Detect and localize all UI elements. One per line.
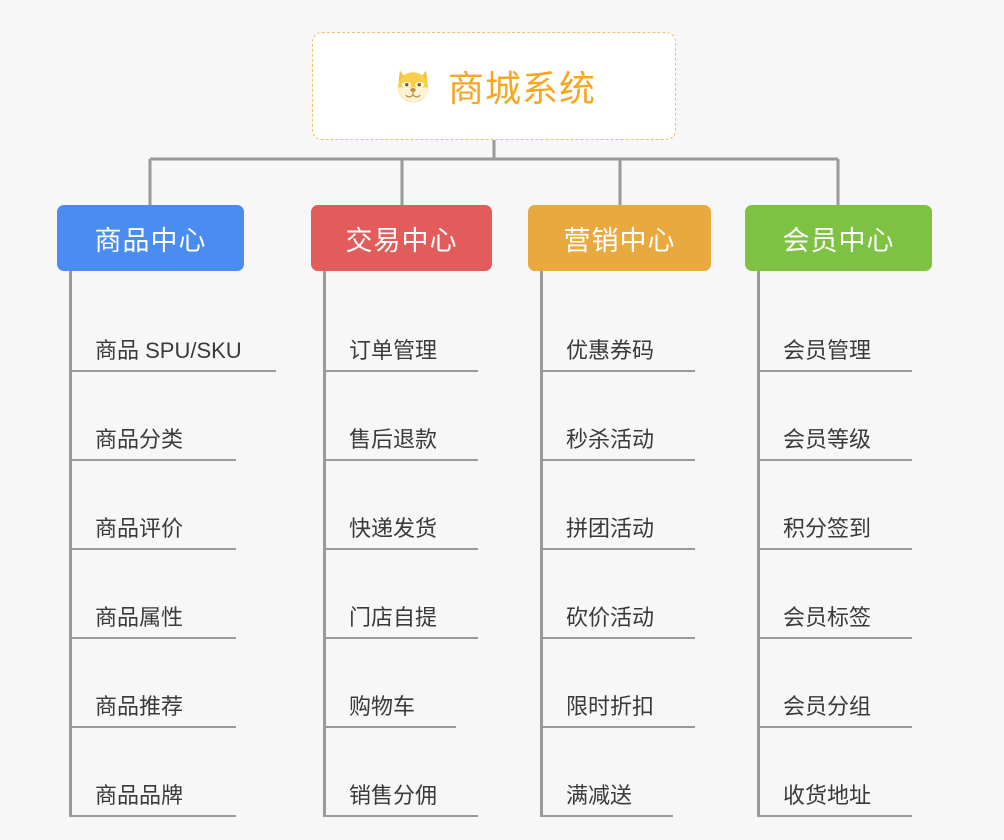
leaf-item-underline	[69, 726, 236, 728]
branch-column-3: 营销中心优惠券码秒杀活动拼团活动砍价活动限时折扣满减送	[528, 205, 711, 817]
leaf-item-underline	[757, 459, 912, 461]
leaf-item-label: 商品分类	[95, 427, 184, 452]
leaf-list-4: 会员管理会员等级积分签到会员标签会员分组收货地址	[745, 271, 932, 817]
leaf-item[interactable]: 砍价活动	[528, 550, 711, 639]
dog-face-icon	[392, 65, 434, 107]
leaf-item-underline	[757, 370, 912, 372]
leaf-item-underline	[323, 815, 478, 817]
leaf-item-label: 会员分组	[783, 694, 872, 719]
leaf-item-underline	[540, 637, 695, 639]
branch-header-label: 商品中心	[94, 225, 207, 256]
leaf-item-label: 会员管理	[783, 338, 872, 363]
leaf-item[interactable]: 商品分类	[57, 372, 244, 461]
leaf-item-label: 售后退款	[349, 427, 438, 452]
leaf-item[interactable]: 优惠券码	[528, 283, 711, 372]
leaf-item-label: 订单管理	[349, 338, 438, 363]
leaf-item-underline	[540, 815, 673, 817]
leaf-item-underline	[69, 459, 236, 461]
leaf-item-label: 砍价活动	[566, 605, 655, 630]
leaf-list-2: 订单管理售后退款快递发货门店自提购物车销售分佣	[311, 271, 492, 817]
leaf-item[interactable]: 满减送	[528, 728, 711, 817]
leaf-item-underline	[69, 548, 236, 550]
branch-spine	[540, 271, 543, 817]
leaf-item[interactable]: 会员等级	[745, 372, 932, 461]
leaf-item-label: 收货地址	[783, 783, 872, 808]
branch-spine	[757, 271, 760, 817]
leaf-item[interactable]: 门店自提	[311, 550, 492, 639]
root-node[interactable]: 商城系统	[312, 32, 676, 140]
leaf-item-label: 会员等级	[783, 427, 872, 452]
leaf-item-label: 销售分佣	[349, 783, 438, 808]
leaf-list-3: 优惠券码秒杀活动拼团活动砍价活动限时折扣满减送	[528, 271, 711, 817]
leaf-item-label: 积分签到	[783, 516, 872, 541]
leaf-item-label: 满减送	[566, 783, 633, 808]
branch-spine	[69, 271, 72, 817]
leaf-item[interactable]: 会员分组	[745, 639, 932, 728]
leaf-item[interactable]: 商品属性	[57, 550, 244, 639]
leaf-item[interactable]: 商品推荐	[57, 639, 244, 728]
branch-column-1: 商品中心商品 SPU/SKU 商品分类商品评价商品属性商品推荐商品品牌	[57, 205, 276, 817]
leaf-item-label: 商品品牌	[95, 783, 184, 808]
leaf-item-underline	[69, 815, 236, 817]
leaf-item-label: 拼团活动	[566, 516, 655, 541]
leaf-item-underline	[69, 637, 236, 639]
leaf-item[interactable]: 售后退款	[311, 372, 492, 461]
leaf-item[interactable]: 商品品牌	[57, 728, 244, 817]
leaf-item-underline	[540, 548, 695, 550]
leaf-item-underline	[323, 459, 478, 461]
leaf-item[interactable]: 限时折扣	[528, 639, 711, 728]
leaf-item-underline	[323, 548, 478, 550]
leaf-item-underline	[69, 370, 276, 372]
leaf-item-label: 限时折扣	[566, 694, 655, 719]
leaf-item[interactable]: 销售分佣	[311, 728, 492, 817]
leaf-item-label: 快递发货	[349, 516, 438, 541]
leaf-item[interactable]: 商品评价	[57, 461, 244, 550]
leaf-list-1: 商品 SPU/SKU 商品分类商品评价商品属性商品推荐商品品牌	[57, 271, 276, 817]
branch-header-1[interactable]: 商品中心	[57, 205, 244, 271]
leaf-item[interactable]: 秒杀活动	[528, 372, 711, 461]
leaf-item-label: 优惠券码	[566, 338, 655, 363]
branch-header-2[interactable]: 交易中心	[311, 205, 492, 271]
leaf-item-underline	[757, 726, 912, 728]
leaf-item-underline	[323, 637, 478, 639]
leaf-item[interactable]: 收货地址	[745, 728, 932, 817]
leaf-item-underline	[757, 548, 912, 550]
leaf-item[interactable]: 会员管理	[745, 283, 932, 372]
leaf-item[interactable]: 会员标签	[745, 550, 932, 639]
branch-header-4[interactable]: 会员中心	[745, 205, 932, 271]
leaf-item-label: 秒杀活动	[566, 427, 655, 452]
leaf-item-label: 门店自提	[349, 605, 438, 630]
leaf-item[interactable]: 拼团活动	[528, 461, 711, 550]
branch-header-label: 会员中心	[782, 225, 895, 256]
branch-spine	[323, 271, 326, 817]
leaf-item-label: 会员标签	[783, 605, 872, 630]
branch-header-label: 营销中心	[563, 225, 676, 256]
leaf-item-underline	[323, 726, 456, 728]
leaf-item-label: 商品 SPU/SKU	[95, 338, 242, 363]
leaf-item[interactable]: 快递发货	[311, 461, 492, 550]
leaf-item-underline	[757, 815, 912, 817]
leaf-item-label: 购物车	[349, 694, 416, 719]
leaf-item-underline	[540, 370, 695, 372]
leaf-item[interactable]: 积分签到	[745, 461, 932, 550]
leaf-item-label: 商品推荐	[95, 694, 184, 719]
leaf-item-underline	[323, 370, 478, 372]
leaf-item[interactable]: 订单管理	[311, 283, 492, 372]
leaf-item-underline	[540, 459, 695, 461]
leaf-item-label: 商品评价	[95, 516, 184, 541]
branch-column-4: 会员中心会员管理会员等级积分签到会员标签会员分组收货地址	[745, 205, 932, 817]
leaf-item[interactable]: 商品 SPU/SKU	[57, 283, 276, 372]
leaf-item-underline	[540, 726, 695, 728]
branch-column-2: 交易中心订单管理售后退款快递发货门店自提购物车销售分佣	[311, 205, 492, 817]
leaf-item-label: 商品属性	[95, 605, 184, 630]
branch-header-label: 交易中心	[345, 225, 458, 256]
leaf-item[interactable]: 购物车	[311, 639, 492, 728]
branch-header-3[interactable]: 营销中心	[528, 205, 711, 271]
leaf-item-underline	[757, 637, 912, 639]
root-title: 商城系统	[447, 68, 596, 109]
